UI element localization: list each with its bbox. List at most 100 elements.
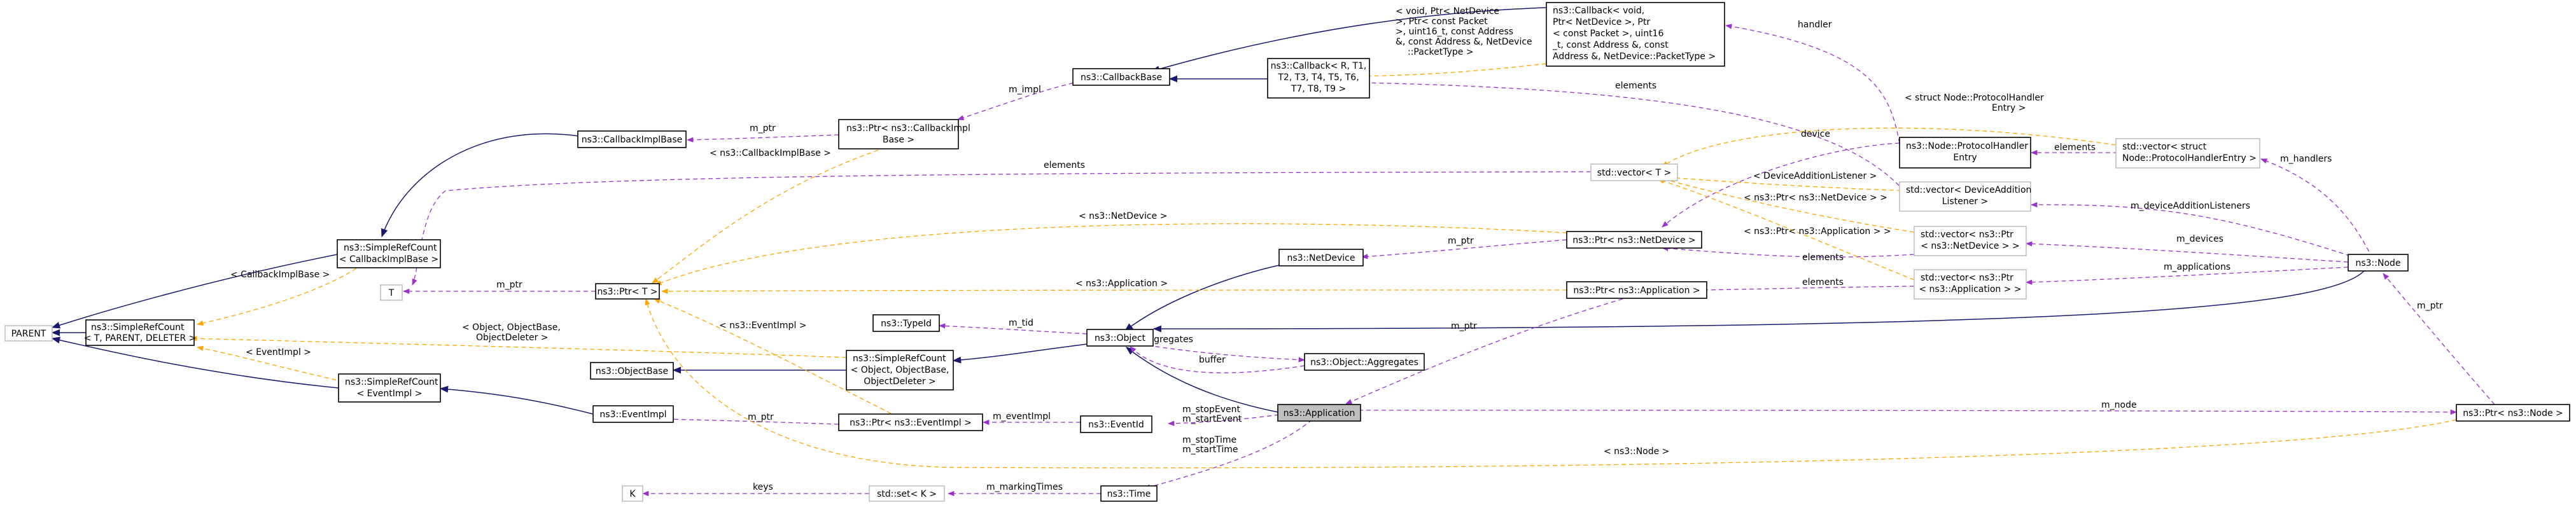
usage-edge-vector-elements-t	[412, 171, 1592, 286]
label-m-node: m_node	[2101, 400, 2137, 410]
label-tpl-object-line1: < Object, ObjectBase,	[462, 322, 561, 333]
node-netdevice[interactable]: ns3::NetDevice	[1278, 249, 1364, 266]
node-vector-ptr-application[interactable]: std::vector< ns3::Ptr < ns3::Application…	[1914, 269, 2027, 300]
inherit-edge-eventimpl-refcount	[439, 385, 594, 415]
svg-text:ns3::Object::Aggregates: ns3::Object::Aggregates	[1310, 357, 1418, 368]
label-m-ptr-cbimpl: m_ptr	[750, 123, 776, 134]
node-k-param[interactable]: K	[622, 485, 643, 502]
node-object-aggregates[interactable]: ns3::Object::Aggregates	[1304, 353, 1425, 371]
label-tpl-protocolhandler-line1: < struct Node::ProtocolHandler	[1905, 93, 2044, 103]
label-tpl-callback-line1: < void, Ptr< NetDevice	[1396, 6, 1499, 17]
usage-edge-buffer	[1130, 346, 1305, 373]
node-ptr-node[interactable]: ns3::Ptr< ns3::Node >	[2456, 404, 2570, 422]
node-typeid[interactable]: ns3::TypeId	[872, 314, 940, 332]
node-callbackimplbase[interactable]: ns3::CallbackImplBase	[577, 130, 687, 148]
usage-edge-m-devices	[2025, 241, 2349, 263]
template-edge-vector-protocolhandler	[1662, 127, 2117, 167]
node-refcount-eventimpl[interactable]: ns3::SimpleRefCount < EventImpl >	[338, 373, 441, 403]
label-tpl-callback-line2: >, Ptr< const Packet	[1396, 17, 1488, 27]
node-time[interactable]: ns3::Time	[1100, 485, 1158, 502]
template-edge-ptr-eventimpl	[654, 298, 892, 414]
inherit-edge-node-object	[1152, 270, 2365, 333]
inherit-edge-application-object	[1125, 347, 1278, 413]
label-m-devices: m_devices	[2176, 234, 2223, 244]
label-tpl-eventimpl: < EventImpl >	[246, 347, 311, 357]
template-edge-refcount-cbimpl	[196, 268, 357, 326]
label-m-ptr-eventimpl: m_ptr	[748, 412, 774, 422]
svg-text:ObjectDeleter >: ObjectDeleter >	[864, 377, 936, 387]
label-buffer: buffer	[1199, 355, 1226, 365]
usage-edge-ptr-node-m-ptr	[2383, 273, 2495, 405]
svg-text:ns3::CallbackImplBase: ns3::CallbackImplBase	[582, 135, 683, 145]
svg-text:Base >: Base >	[883, 135, 914, 145]
inherit-edge-netdevice-object	[1124, 265, 1280, 331]
label-tpl-devaddlistener: < DeviceAdditionListener >	[1753, 171, 1877, 181]
node-node[interactable]: ns3::Node	[2348, 254, 2409, 272]
node-set-k[interactable]: std::set< K >	[869, 485, 945, 502]
node-object[interactable]: ns3::Object	[1086, 329, 1154, 347]
svg-text:ns3::NetDevice: ns3::NetDevice	[1287, 253, 1355, 263]
label-device: device	[1801, 129, 1830, 139]
svg-text:ns3::EventImpl: ns3::EventImpl	[599, 410, 666, 420]
node-eventimpl[interactable]: ns3::EventImpl	[592, 405, 674, 423]
node-refcount-callbackimplbase[interactable]: ns3::SimpleRefCount < CallbackImplBase >	[337, 239, 441, 268]
node-simple-refcount-template[interactable]: ns3::SimpleRefCount < T, PARENT, DELETER…	[84, 319, 197, 346]
label-m-starttime: m_startTime	[1182, 445, 1238, 455]
node-callback-template[interactable]: ns3::Callback< R, T1, T2, T3, T4, T5, T6…	[1267, 58, 1370, 99]
usage-edge-m-handlers	[2260, 158, 2373, 259]
node-objectbase[interactable]: ns3::ObjectBase	[590, 362, 674, 380]
svg-text:ns3::Ptr< T >: ns3::Ptr< T >	[597, 287, 657, 297]
svg-text:< EventImpl >: < EventImpl >	[356, 389, 422, 399]
node-application[interactable]: ns3::Application	[1277, 404, 1361, 422]
usage-edge-m-devicelisteners	[2030, 202, 2358, 259]
label-m-ptr-netdevice: m_ptr	[1448, 236, 1474, 246]
label-tpl-ns3-eventimpl: < ns3::EventImpl >	[719, 321, 807, 331]
usage-edge-ptr-cbimpl-m-ptr	[686, 134, 839, 142]
label-tpl-callback-line5: ::PacketType >	[1408, 47, 1474, 57]
label-elements-vec-application: elements	[1802, 277, 1844, 287]
svg-text:Node::ProtocolHandlerEntry >: Node::ProtocolHandlerEntry >	[2122, 153, 2257, 163]
label-m-markingtimes: m_markingTimes	[986, 482, 1063, 492]
node-t-param[interactable]: T	[380, 284, 403, 301]
svg-text:ns3::Callback< R, T1,: ns3::Callback< R, T1,	[1271, 61, 1367, 71]
label-m-ptr-application: m_ptr	[1451, 321, 1477, 331]
node-vector-ptr-netdevice[interactable]: std::vector< ns3::Ptr < ns3::NetDevice >…	[1914, 226, 2027, 256]
label-tpl-ptr-netdevice: < ns3::Ptr< ns3::NetDevice > >	[1744, 193, 1887, 203]
svg-text:< T, PARENT, DELETER >: < T, PARENT, DELETER >	[84, 333, 197, 343]
svg-text:< ns3::NetDevice > >: < ns3::NetDevice > >	[1921, 241, 2020, 251]
node-ptr-application[interactable]: ns3::Ptr< ns3::Application >	[1566, 281, 1707, 299]
template-edge-vector-devaddlistener	[1661, 174, 1910, 191]
node-vector-template[interactable]: std::vector< T >	[1590, 163, 1678, 181]
svg-text:std::vector< struct: std::vector< struct	[2122, 142, 2207, 152]
node-ptr-template[interactable]: ns3::Ptr< T >	[595, 283, 660, 300]
svg-text:_t, const Address &, const: _t, const Address &, const	[1552, 40, 1669, 50]
node-ptr-netdevice[interactable]: ns3::Ptr< ns3::NetDevice >	[1566, 231, 1702, 249]
inherit-edge-object-refcount	[952, 343, 1088, 364]
svg-text:ns3::Application: ns3::Application	[1284, 408, 1355, 419]
label-tpl-protocolhandler-line2: Entry >	[1992, 103, 2026, 113]
svg-text:K: K	[629, 489, 636, 499]
node-protocolhandlerentry[interactable]: ns3::Node::ProtocolHandler Entry	[1899, 137, 2031, 169]
usage-edge-m-node	[1358, 409, 2458, 415]
label-tpl-callback-line3: >, uint16_t, const Address	[1396, 27, 1513, 37]
svg-text:T: T	[388, 288, 395, 298]
node-parent[interactable]: PARENT	[4, 325, 53, 342]
node-ptr-eventimpl[interactable]: ns3::Ptr< ns3::EventImpl >	[838, 413, 983, 431]
usage-edge-application-m-ptr	[1345, 298, 1623, 405]
template-edge-refcount-eventimpl	[196, 345, 344, 382]
edge-labels: m_impl m_ptr < ns3::CallbackImplBase > e…	[230, 6, 2443, 492]
node-ptr-callbackimplbase[interactable]: ns3::Ptr< ns3::CallbackImpl Base >	[838, 119, 970, 149]
svg-text:T2, T3, T4, T5, T6,: T2, T3, T4, T5, T6,	[1277, 73, 1359, 83]
node-eventid[interactable]: ns3::EventId	[1080, 415, 1152, 433]
node-callbackbase[interactable]: ns3::CallbackBase	[1072, 68, 1170, 86]
usage-edge-vec-netdevice-elements	[1661, 246, 1915, 258]
node-callback-instance[interactable]: ns3::Callback< void, Ptr< NetDevice >, P…	[1546, 2, 1725, 67]
node-vector-devaddlistener[interactable]: std::vector< DeviceAddition Listener >	[1899, 181, 2031, 212]
svg-text:ns3::SimpleRefCount: ns3::SimpleRefCount	[853, 354, 946, 364]
label-m-impl: m_impl	[1009, 85, 1041, 95]
svg-text:ns3::Ptr< ns3::Node >: ns3::Ptr< ns3::Node >	[2463, 408, 2563, 419]
node-refcount-object[interactable]: ns3::SimpleRefCount < Object, ObjectBase…	[846, 350, 954, 391]
label-tpl-callback-line4: &, const Address &, NetDevice	[1396, 37, 1532, 47]
node-vector-protocolhandler[interactable]: std::vector< struct Node::ProtocolHandle…	[2115, 138, 2260, 169]
